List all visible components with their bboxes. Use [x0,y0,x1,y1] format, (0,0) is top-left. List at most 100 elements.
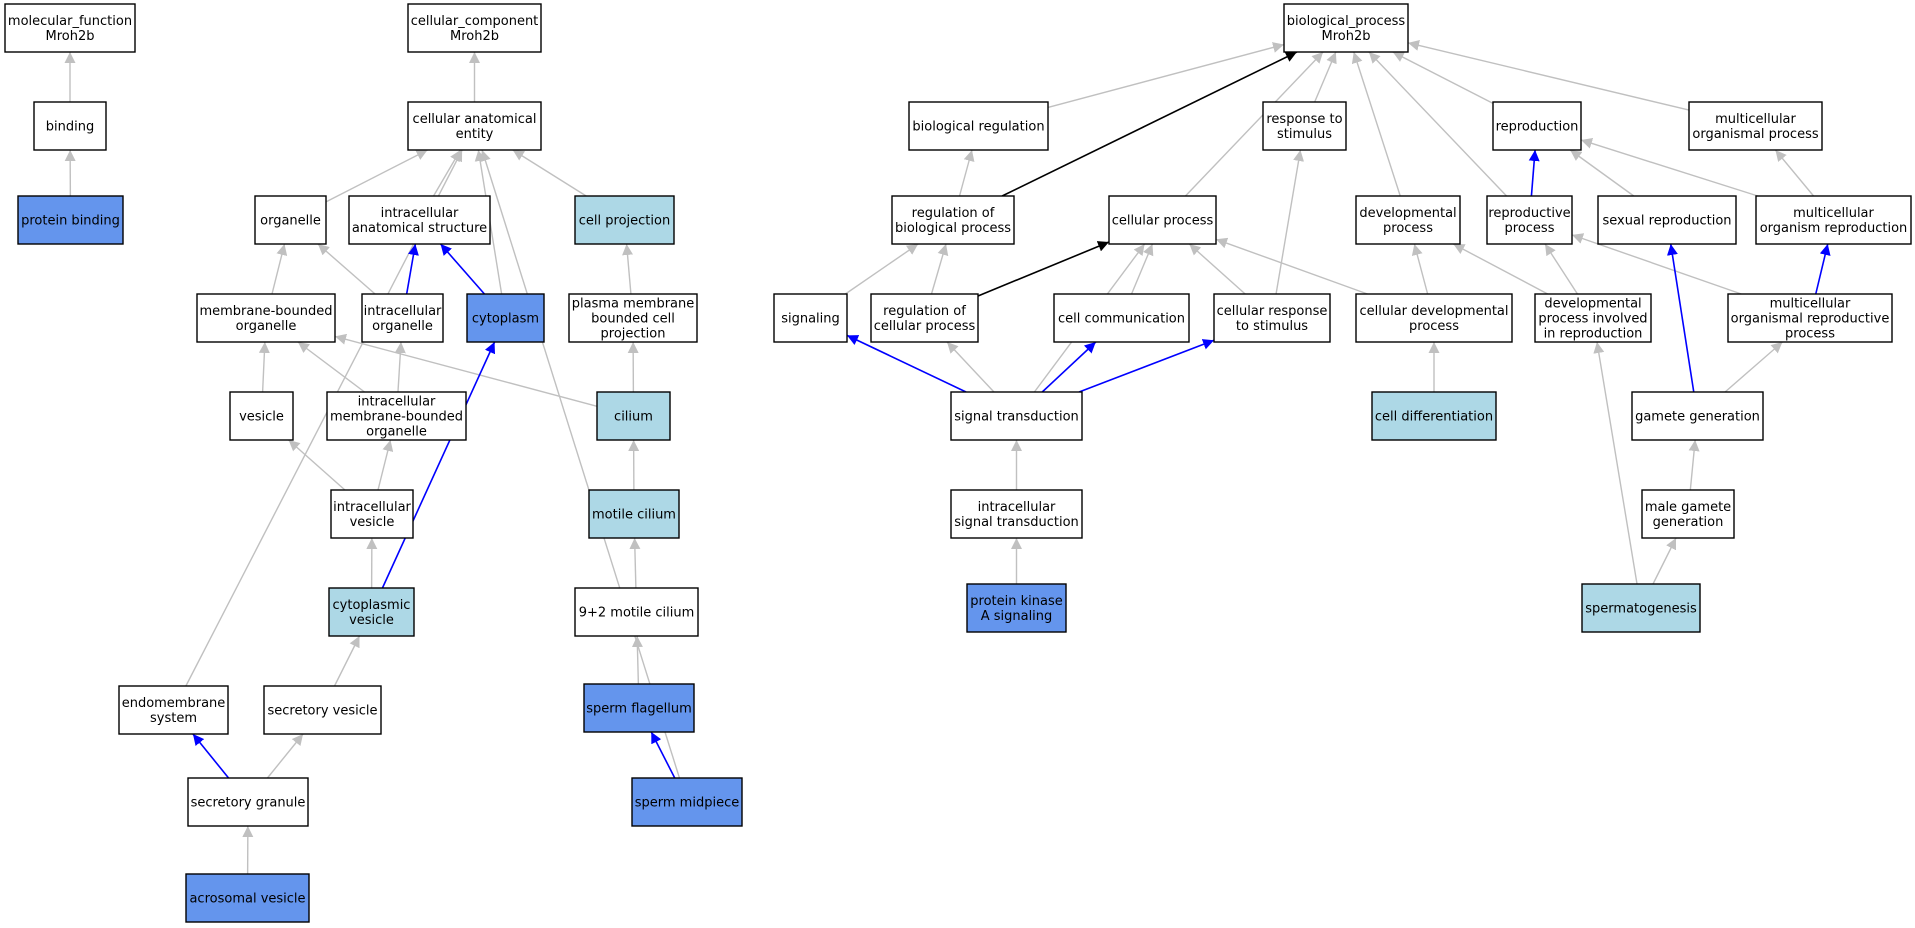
edge-cilium-to-mbo [334,333,598,407]
node-label-line: vesicle [349,613,394,628]
node-box [1262,101,1347,151]
node-label-line: protein kinase [970,594,1062,609]
node-cell-diff[interactable]: cell differentiation [1371,391,1497,441]
node-sperm-midpiece[interactable]: sperm midpiece [631,777,743,827]
node-reproduction[interactable]: reproduction [1492,101,1582,151]
edge-cell-resp-to-resp-stim [1275,149,1305,295]
node-label-line: male gamete [1645,500,1731,515]
node-sperm-flagellum[interactable]: sperm flagellum [583,683,695,733]
node-protein-binding[interactable]: protein binding [17,195,124,245]
node-label-line: signaling [781,312,840,327]
node-label-line: intracellular [333,500,411,515]
node-label-line: biological_process [1287,14,1406,29]
node-label-line: multicellular [1715,112,1796,127]
node-signaling[interactable]: signaling [773,293,848,343]
edge-male-gamete-to-gamete-gen [1688,439,1700,491]
node-box [328,587,415,637]
node-box [254,195,327,245]
node-box [966,583,1067,633]
edge-repro-process-to-bp-root [1368,51,1508,197]
node-box [466,293,545,343]
node-label-line: vesicle [350,515,395,530]
node-label-line: process [1505,221,1555,236]
edge-cell-dev-to-dev-process [1411,243,1429,295]
node-label-line: multicellular [1770,297,1851,312]
node-label-line: cell differentiation [1375,410,1493,425]
node-cell-projection[interactable]: cell projection [574,195,675,245]
node-label-line: system [150,711,197,726]
node-label-line: intracellular [358,395,436,410]
node-box [263,685,382,735]
node-organelle[interactable]: organelle [254,195,327,245]
node-acrosomal-vesicle[interactable]: acrosomal vesicle [185,873,310,923]
node-label-line: biological regulation [912,120,1044,135]
node-box [4,3,136,53]
edge-secretory-granule-to-secretory-vesicle [266,733,304,779]
node-box [574,587,699,637]
node-box [1053,293,1190,343]
node-cell-comm[interactable]: cell communication [1053,293,1190,343]
node-box [1283,3,1409,53]
edge-cell-projection-to-cae [512,149,587,197]
node-box [33,101,107,151]
node-mc92[interactable]: 9+2 motile cilium [574,587,699,637]
node-binding[interactable]: binding [33,101,107,151]
node-label-line: cellular process [874,319,976,334]
node-gamete-gen[interactable]: gamete generation [1631,391,1764,441]
edge-mop-to-bp-root [1407,40,1690,111]
node-label-line: secretory granule [191,796,306,811]
node-box [1641,489,1735,539]
node-box [870,293,979,343]
node-cilium[interactable]: cilium [596,391,671,441]
node-box [1597,195,1737,245]
node-secretory-vesicle[interactable]: secretory vesicle [263,685,382,735]
node-sexual-repro[interactable]: sexual reproduction [1597,195,1737,245]
node-box [1355,195,1461,245]
node-secretory-granule[interactable]: secretory granule [187,777,309,827]
node-signal-trans[interactable]: signal transduction [950,391,1083,441]
edge-resp-stim-to-bp-root [1314,51,1337,103]
edge-iv-to-imbo [377,439,394,491]
node-label-line: molecular_function [8,14,132,29]
node-box [1492,101,1582,151]
node-box [361,293,444,343]
node-cellular-process[interactable]: cellular process [1108,195,1217,245]
node-label-line: generation [1653,515,1724,530]
node-label-line: in reproduction [1544,327,1643,342]
node-motile-cilium[interactable]: motile cilium [588,489,680,539]
node-label-line: organismal reproductive [1731,312,1890,327]
edge-iv-to-vesicle [288,439,346,491]
node-spermatogenesis[interactable]: spermatogenesis [1581,583,1701,633]
node-box [950,391,1083,441]
node-bio-reg[interactable]: biological regulation [908,101,1049,151]
node-vesicle[interactable]: vesicle [229,391,294,441]
node-cytoplasm[interactable]: cytoplasm [466,293,545,343]
edge-layer [64,40,1831,875]
